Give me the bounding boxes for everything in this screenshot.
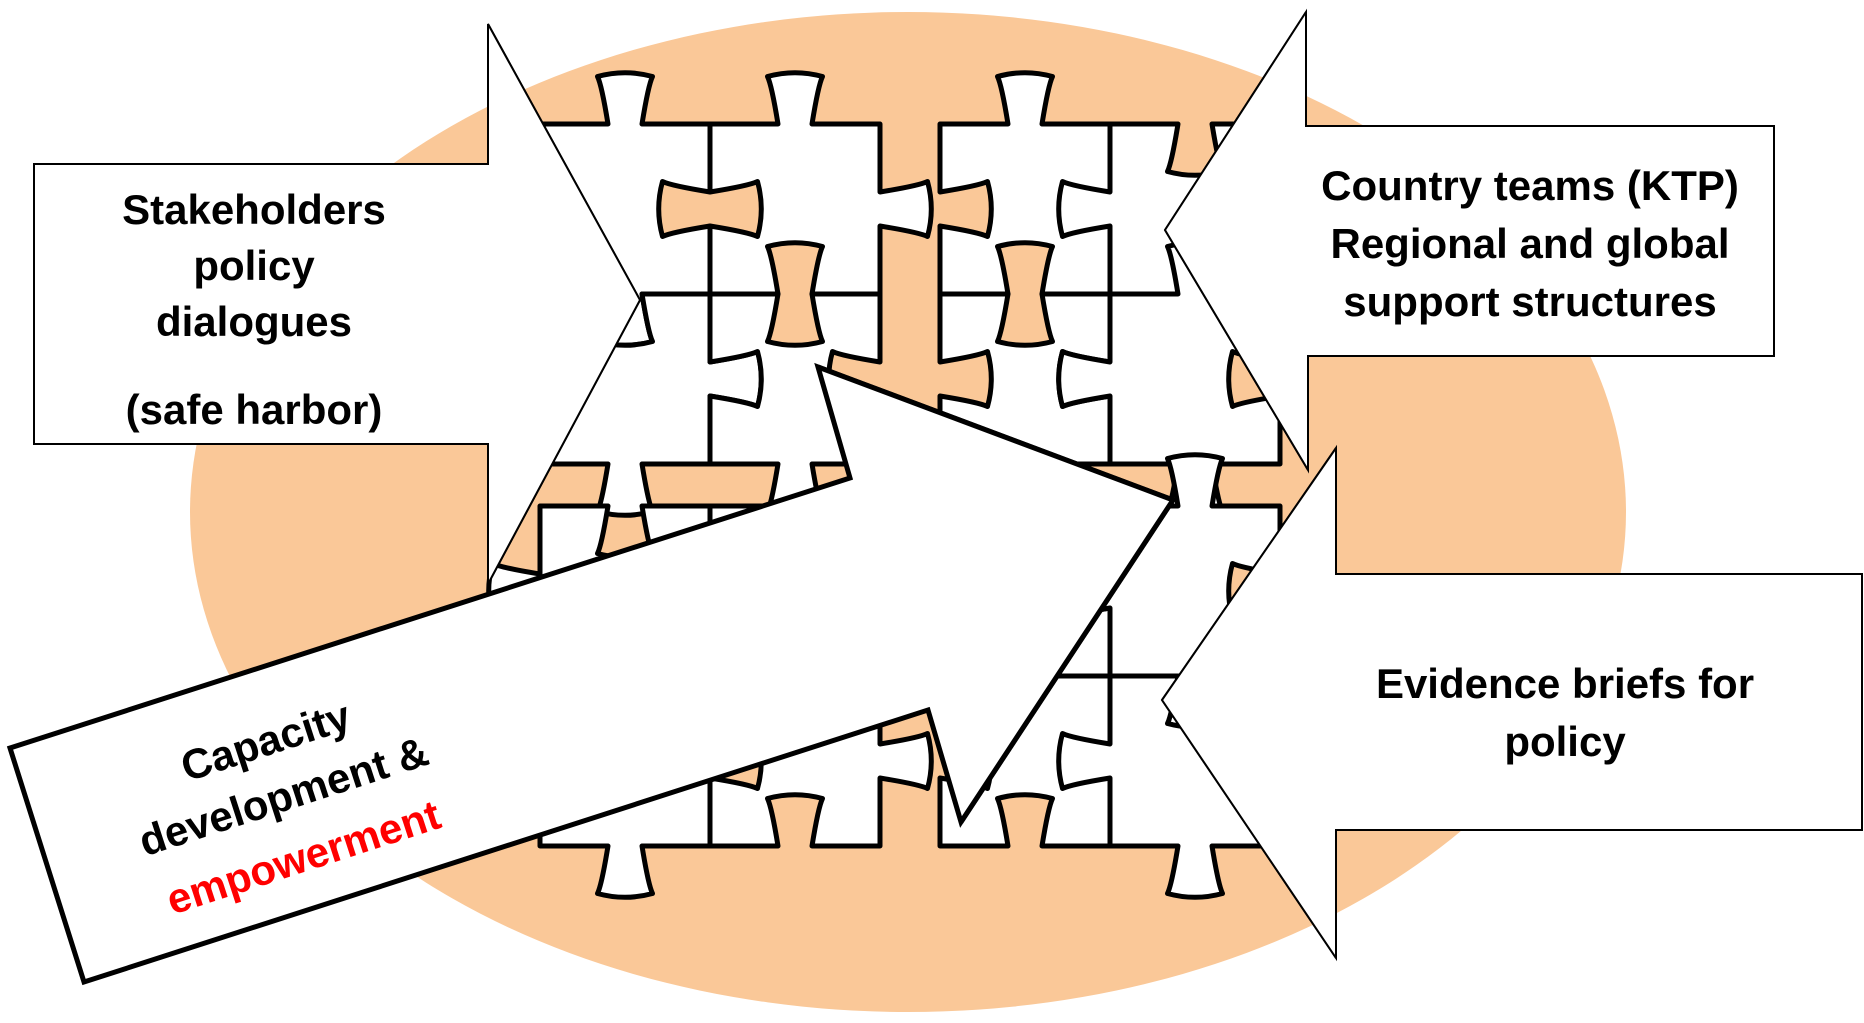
evidence-briefs-arrow-shape: [1160, 444, 1863, 962]
stakeholders-note: (safe harbor): [126, 386, 383, 433]
country-teams-line-2: Regional and global: [1330, 220, 1729, 267]
country-teams-callout: Country teams (KTP) Regional and global …: [1163, 8, 1775, 474]
evidence-briefs-callout: Evidence briefs for policy: [1160, 444, 1863, 962]
country-teams-line-3: support structures: [1343, 278, 1716, 325]
country-teams-arrow-shape: [1163, 8, 1775, 474]
capacity-arrow-shape: [6, 362, 1177, 986]
capacity-callout: Capacity development & empowerment: [6, 362, 1177, 986]
evidence-briefs-line-2: policy: [1504, 718, 1626, 765]
stakeholders-line-1: Stakeholders: [122, 186, 386, 233]
stakeholders-arrow-shape: [33, 23, 642, 585]
country-teams-line-1: Country teams (KTP): [1321, 162, 1739, 209]
stakeholders-line-2: policy: [193, 242, 315, 289]
stakeholders-line-3: dialogues: [156, 298, 352, 345]
evidence-briefs-line-1: Evidence briefs for: [1376, 660, 1754, 707]
stakeholders-callout: Stakeholders policy dialogues (safe harb…: [33, 23, 642, 585]
